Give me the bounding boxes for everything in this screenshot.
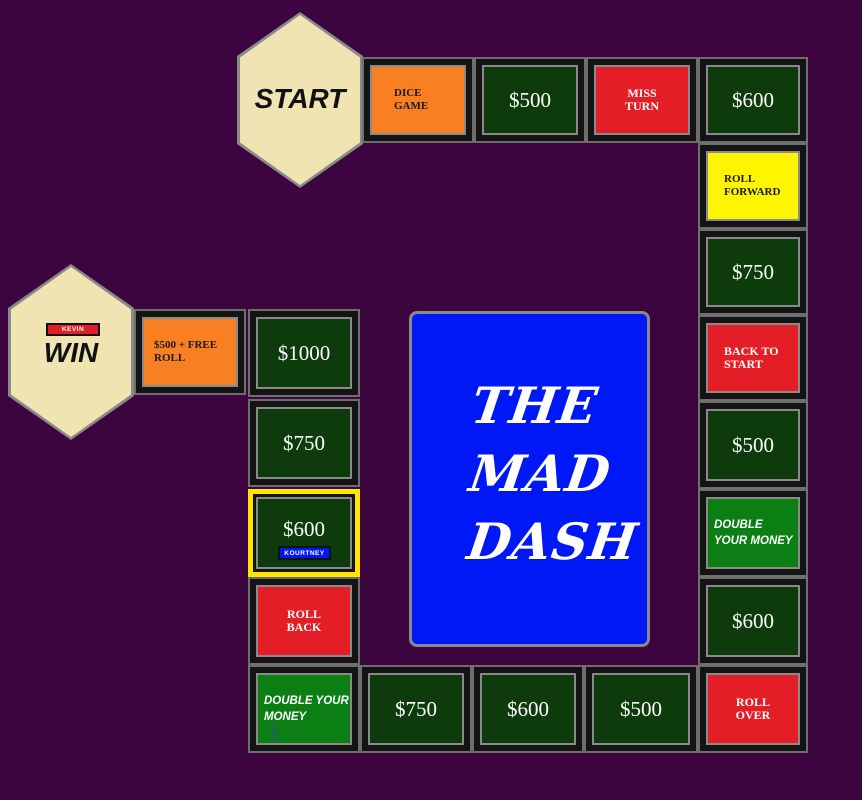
free-roll-label: $500 + FREE ROLL — [142, 317, 238, 387]
space-bottom-600[interactable]: $600 — [472, 665, 584, 753]
space-miss-turn[interactable]: MISS TURN — [586, 57, 698, 143]
space-bottom-750[interactable]: $750 — [360, 665, 472, 753]
space-left-1000[interactable]: $1000 — [248, 309, 360, 397]
start-space[interactable]: START — [240, 15, 360, 185]
title-line-1: THE — [467, 376, 602, 435]
right-500-label: $500 — [706, 409, 800, 481]
win-space[interactable]: KEVIN WIN — [11, 267, 131, 437]
space-left-750[interactable]: $750 — [248, 399, 360, 487]
space-dice-game[interactable]: DICE GAME — [362, 57, 474, 143]
space-right-double-money[interactable]: DOUBLE YOUR MONEY — [698, 489, 808, 577]
kourtney-player-token[interactable]: KOURTNEY — [278, 546, 331, 560]
bottom-600-label: $600 — [480, 673, 576, 745]
space-roll-forward[interactable]: ROLL FORWARD — [698, 143, 808, 229]
right-double-money-label: DOUBLE YOUR MONEY — [706, 497, 800, 569]
space-right-500[interactable]: $500 — [698, 401, 808, 489]
space-bottom-double-money[interactable]: DOUBLE YOUR MONEY — [248, 665, 360, 753]
space-right-750[interactable]: $750 — [698, 229, 808, 315]
bottom-500-label: $500 — [592, 673, 690, 745]
space-back-to-start[interactable]: BACK TO START — [698, 315, 808, 401]
small-marker — [271, 724, 277, 742]
back-to-start-label: BACK TO START — [706, 323, 800, 393]
space-bottom-500[interactable]: $500 — [584, 665, 698, 753]
top-600-label: $600 — [706, 65, 800, 135]
right-750-label: $750 — [706, 237, 800, 307]
space-free-roll[interactable]: $500 + FREE ROLL — [134, 309, 246, 395]
top-500-label: $500 — [482, 65, 578, 135]
space-left-600-current[interactable]: $600 KOURTNEY — [248, 489, 360, 577]
right-600-label: $600 — [706, 585, 800, 657]
miss-turn-label: MISS TURN — [594, 65, 690, 135]
left-750-label: $750 — [256, 407, 352, 479]
space-roll-back[interactable]: ROLL BACK — [248, 577, 360, 665]
title-line-3: DASH — [463, 512, 642, 571]
bottom-750-label: $750 — [368, 673, 464, 745]
start-label: START — [254, 83, 346, 114]
win-label: WIN — [43, 337, 99, 368]
left-1000-label: $1000 — [256, 317, 352, 389]
space-top-500[interactable]: $500 — [474, 57, 586, 143]
dice-game-label: DICE GAME — [370, 65, 466, 135]
bottom-double-money-label: DOUBLE YOUR MONEY — [256, 673, 352, 745]
space-top-600[interactable]: $600 — [698, 57, 808, 143]
roll-over-label: ROLL OVER — [706, 673, 800, 745]
space-roll-over[interactable]: ROLL OVER — [698, 665, 808, 753]
title-card: THE MAD DASH — [409, 311, 650, 647]
title-line-2: MAD — [465, 444, 615, 503]
space-right-600[interactable]: $600 — [698, 577, 808, 665]
roll-back-label: ROLL BACK — [256, 585, 352, 657]
roll-forward-label: ROLL FORWARD — [706, 151, 800, 221]
kevin-player-token[interactable]: KEVIN — [46, 323, 100, 336]
